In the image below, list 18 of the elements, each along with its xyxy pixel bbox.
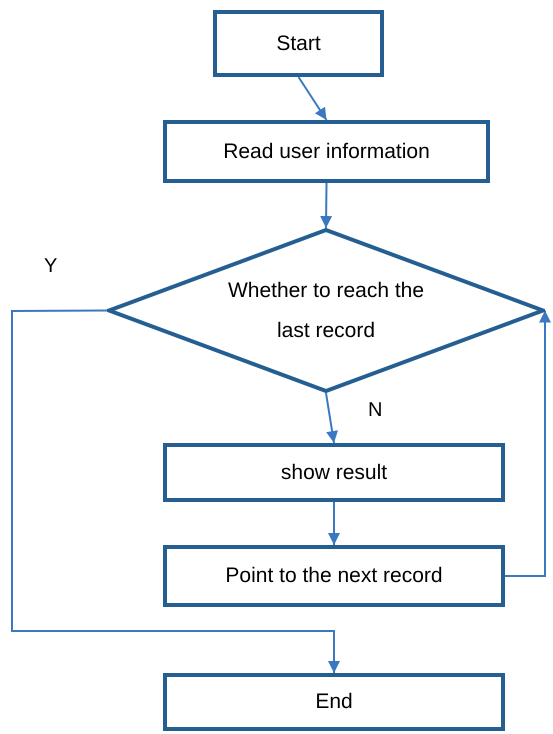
node-label: Read user information — [223, 138, 430, 164]
decision-diamond — [107, 228, 545, 393]
process-box — [163, 545, 505, 607]
node-label: End — [315, 689, 353, 715]
process-box — [163, 673, 505, 731]
process-box — [213, 10, 384, 77]
node-label: Whether to reach the last record — [226, 278, 426, 344]
node-label: show result — [280, 460, 388, 486]
arrow — [320, 182, 332, 228]
arrow — [298, 76, 328, 121]
node-label: Point to the next record — [225, 563, 443, 589]
process-box — [163, 443, 505, 502]
node-label: Start — [276, 30, 321, 56]
arrow — [328, 502, 340, 545]
arrow — [325, 392, 338, 444]
arrow — [11, 310, 340, 673]
arrow — [505, 310, 551, 577]
process-box — [163, 120, 490, 183]
